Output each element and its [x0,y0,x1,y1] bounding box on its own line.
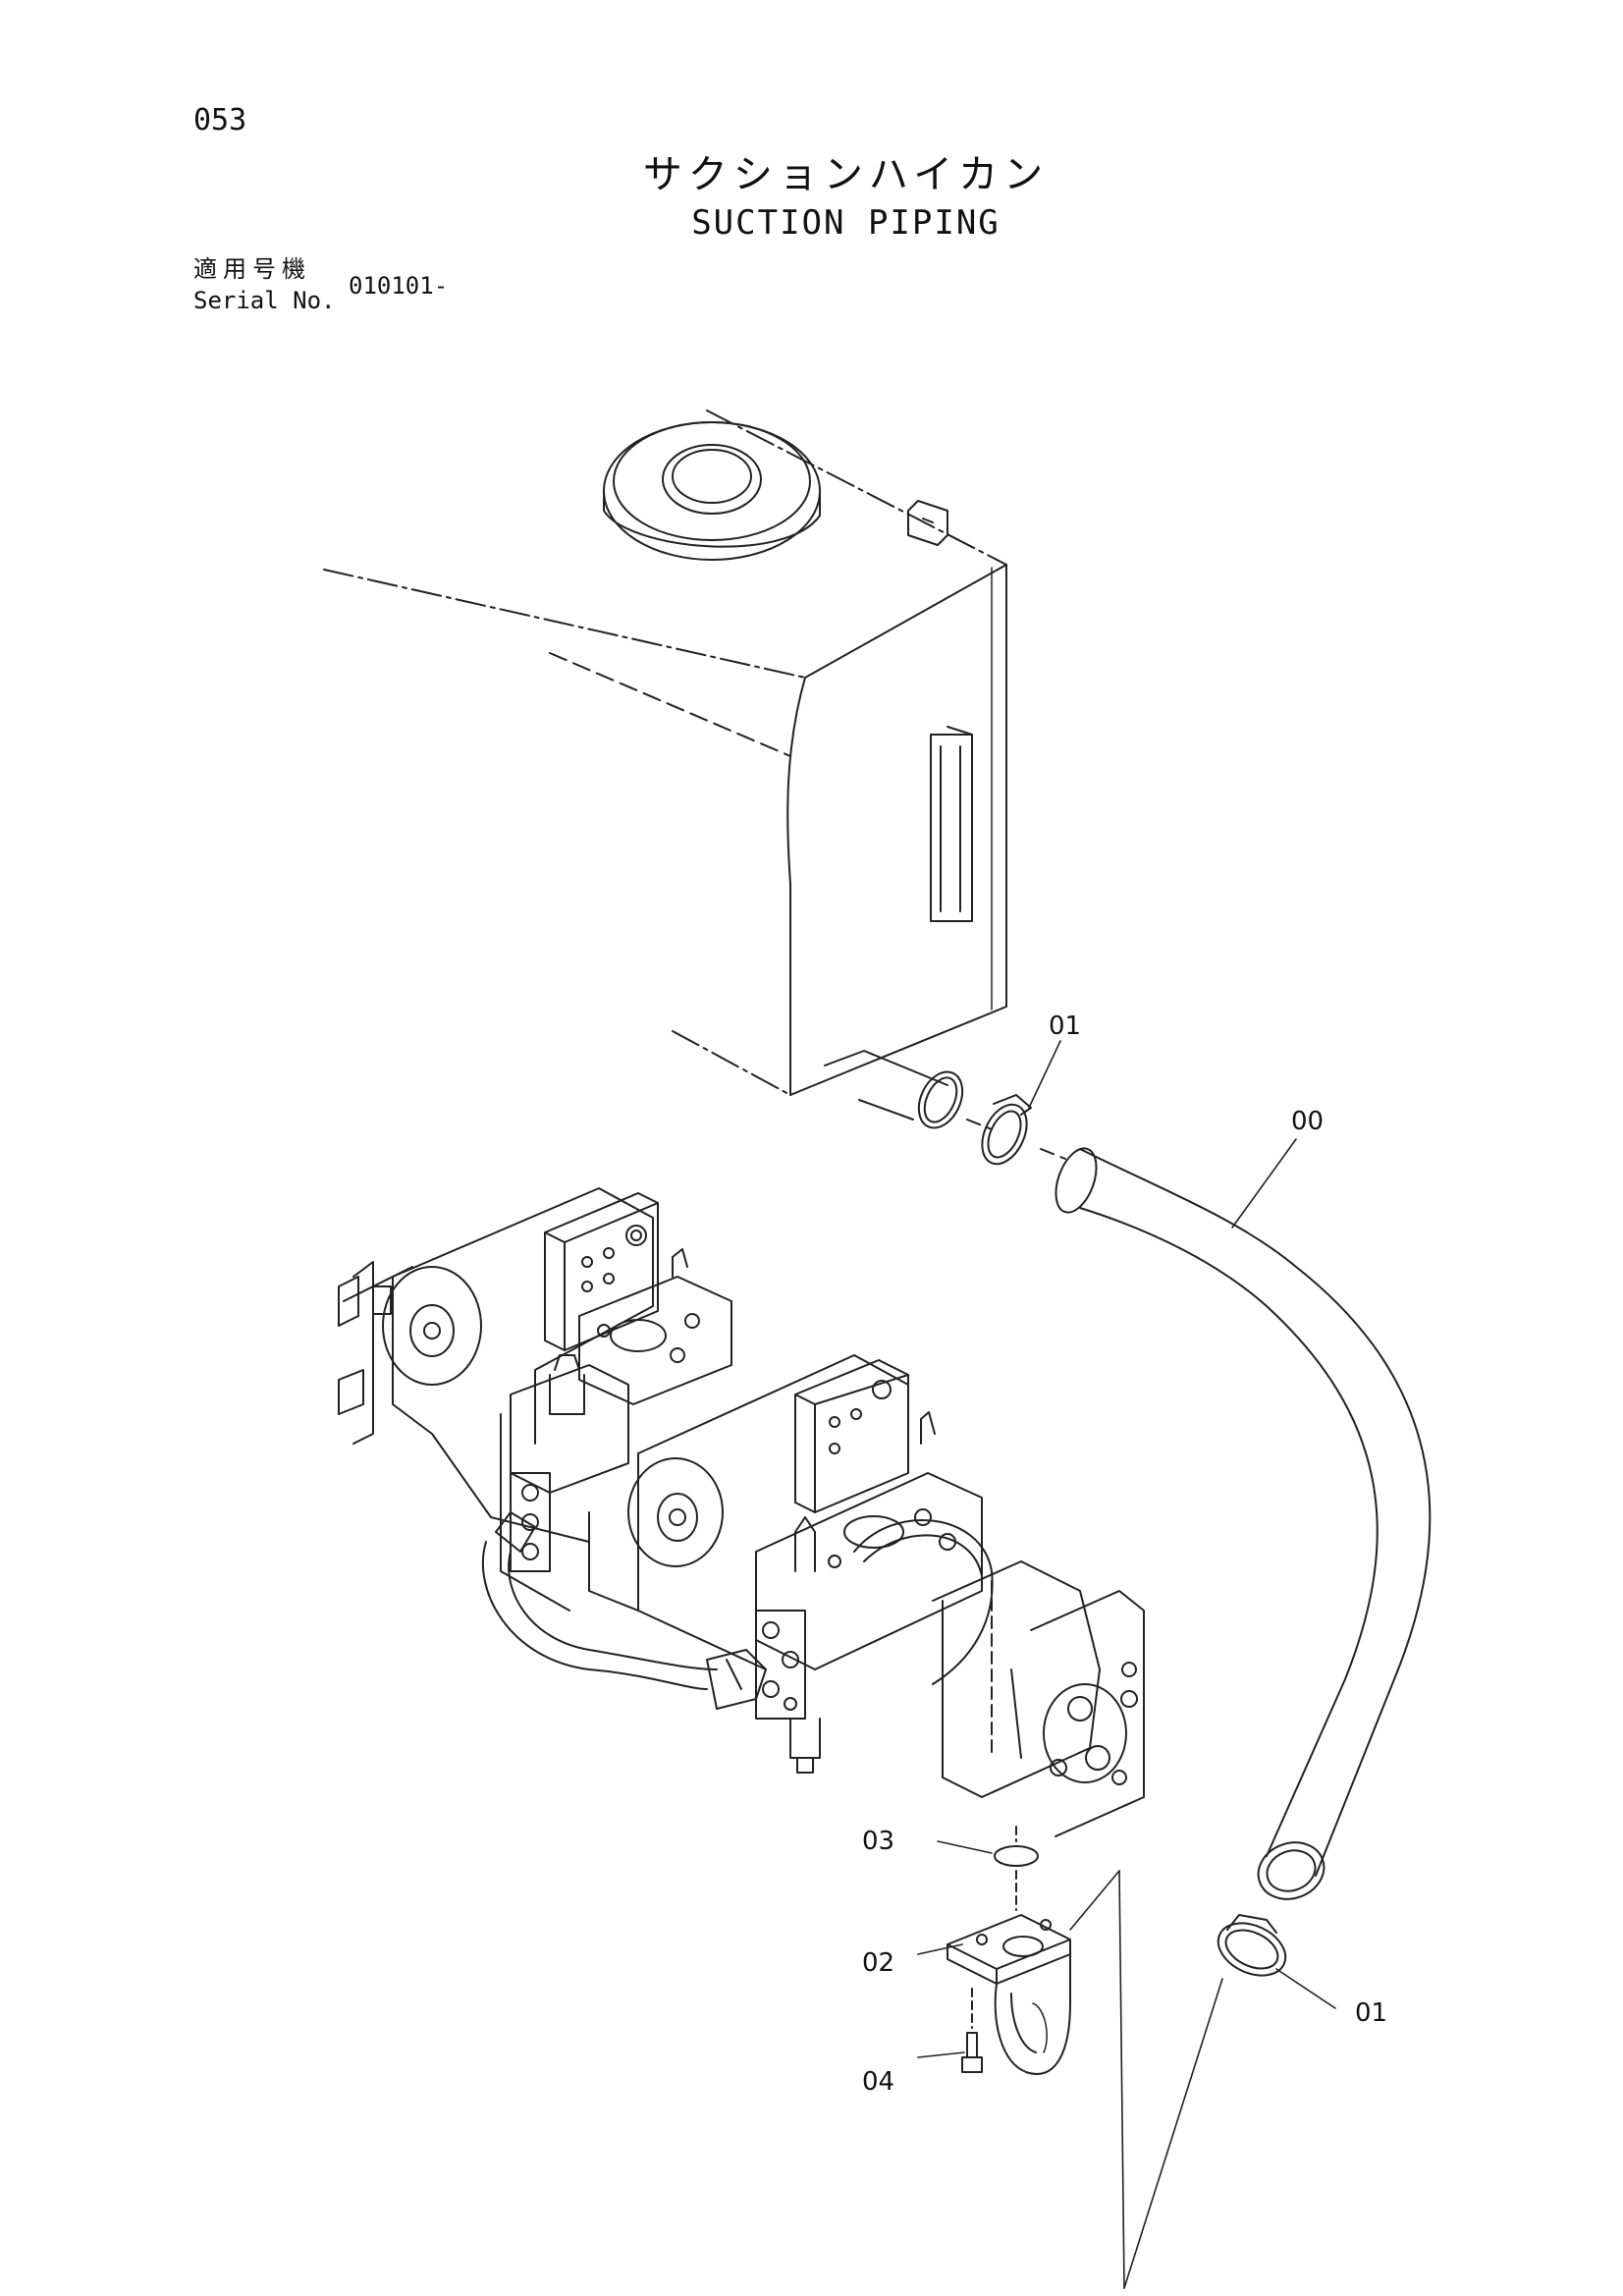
callout-label-clamp-lower: 01 [1355,1998,1387,2028]
callout-label-bolt: 04 [862,2067,894,2097]
hose-clamp-upper [981,1094,1066,1166]
callout-label-flange: 02 [862,1948,894,1978]
serial-label-english: Serial No. [193,287,336,314]
serial-number: 010101- [349,272,449,300]
page-number: 053 [193,103,247,137]
hose-clamp-lower [1217,1914,1287,1977]
callout-label-o-ring: 03 [862,1827,894,1856]
callout-leaders [917,1040,1336,2058]
serial-label-japanese: 適用号機 [193,255,311,283]
callout-label-clamp-upper: 01 [1049,1011,1081,1041]
o-ring [994,1826,1039,1911]
assembly-guide-lines [1069,1870,1223,2289]
title-japanese: サクションハイカン [642,152,1050,197]
hydraulic-pump-assembly [338,1187,1145,1837]
serial-label: 適用号機 Serial No. [193,253,336,316]
suction-hose [1055,1147,1432,1900]
hydraulic-tank [323,410,1007,1130]
mounting-bolt [961,1988,983,2073]
callout-label-hose: 00 [1291,1107,1324,1136]
suction-flange [947,1914,1071,2075]
title-block: サクションハイカン SUCTION PIPING [0,142,1623,243]
title-english: SUCTION PIPING [691,203,1001,243]
